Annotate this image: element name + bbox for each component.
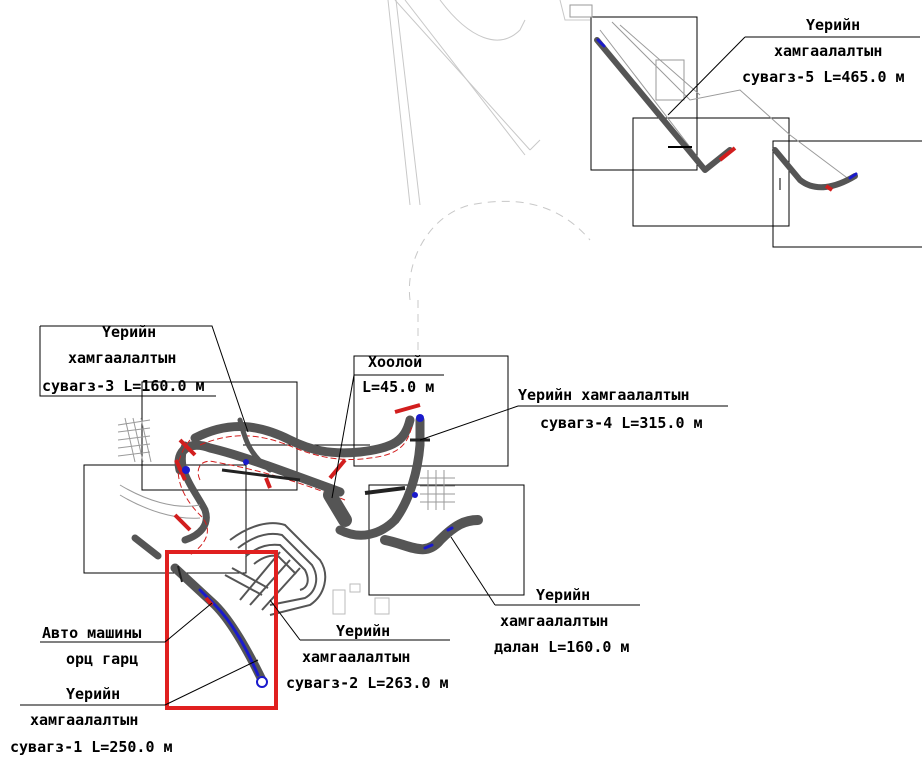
label-wall-3-line3: сувагз-3 L=160.0 м bbox=[42, 377, 205, 395]
label-wall-1-line2: хамгаалалтын bbox=[30, 711, 138, 729]
small-buildings bbox=[332, 583, 390, 615]
label-wall-2-line1: Үерийн bbox=[336, 622, 390, 640]
label-tunnel: Үерийн хамгаалалтын далан L=160.0 м bbox=[494, 586, 629, 656]
label-wall-5-line1: Үерийн bbox=[806, 16, 860, 34]
label-road-line2: орц гарц bbox=[66, 650, 138, 668]
sheet-frames bbox=[83, 16, 922, 596]
label-tunnel-line2: хамгаалалтын bbox=[500, 612, 608, 630]
label-wall-2-line3: сувагз-2 L=263.0 м bbox=[286, 674, 449, 692]
leader-lines bbox=[20, 36, 920, 706]
background-linework bbox=[387, 0, 591, 350]
label-tunnel-line3: далан L=160.0 м bbox=[494, 638, 629, 656]
parking-area bbox=[224, 522, 327, 616]
label-wall-4-line2: сувагз-4 L=315.0 м bbox=[540, 414, 703, 432]
label-tunnel-line1: Үерийн bbox=[536, 586, 590, 604]
label-road-line1: Авто машины bbox=[42, 624, 141, 642]
label-wall-2: Үерийн хамгаалалтын сувагз-2 L=263.0 м bbox=[286, 622, 449, 692]
label-pipe-line2: L=45.0 м bbox=[362, 378, 434, 396]
label-pipe: Хоолой L=45.0 м bbox=[362, 353, 434, 396]
label-pipe-line1: Хоолой bbox=[368, 353, 422, 371]
channel-1 bbox=[131, 534, 268, 688]
highlight-rect bbox=[165, 550, 278, 710]
label-wall-3-line2: хамгаалалтын bbox=[68, 349, 176, 367]
label-wall-3-line1: Үерийн bbox=[102, 323, 156, 341]
label-wall-3: Үерийн хамгаалалтын сувагз-3 L=160.0 м bbox=[42, 323, 205, 395]
label-wall-5-line2: хамгаалалтын bbox=[774, 42, 882, 60]
label-wall-4: Үерийн хамгаалалтын сувагз-4 L=315.0 м bbox=[518, 386, 703, 432]
central-site bbox=[117, 403, 483, 556]
label-wall-2-line2: хамгаалалтын bbox=[302, 648, 410, 666]
label-wall-1-line1: Үерийн bbox=[66, 685, 120, 703]
channel-5 bbox=[569, 4, 858, 192]
label-wall-1-line3: сувагз-1 L=250.0 м bbox=[10, 738, 173, 756]
label-wall-4-line1: Үерийн хамгаалалтын bbox=[518, 386, 690, 404]
label-wall-5: Үерийн хамгаалалтын сувагз-5 L=465.0 м bbox=[742, 16, 905, 86]
label-wall-5-line3: сувагз-5 L=465.0 м bbox=[742, 68, 905, 86]
label-wall-1: Үерийн хамгаалалтын сувагз-1 L=250.0 м bbox=[10, 685, 173, 756]
label-road: Авто машины орц гарц bbox=[42, 624, 141, 668]
